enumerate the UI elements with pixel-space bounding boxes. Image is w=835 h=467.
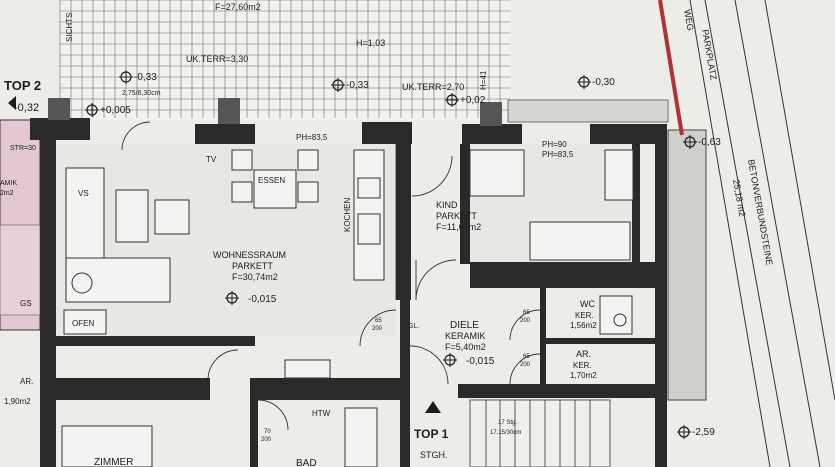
side-value: -0,32 [14, 102, 39, 114]
vs-label: VS [78, 189, 89, 198]
diele-level: -0,015 [466, 356, 495, 367]
height-label-1: H=1,03 [356, 38, 385, 48]
wc-name: WC [580, 299, 595, 309]
door-dim-1: 65 [375, 318, 382, 324]
height-label-2: H=41 [479, 70, 488, 90]
wohnen-floor: PARKETT [232, 261, 273, 271]
wohnen-name: WOHNESSRAUM [213, 250, 286, 260]
top1-label: TOP 1 [414, 427, 449, 441]
stair-note-2: 17,15/30cm [490, 430, 521, 436]
ofen-label: OFEN [72, 319, 94, 328]
terrace-label-1: UK.TERR=3,30 [186, 54, 248, 64]
door-dim-4b: 200 [261, 437, 272, 443]
tv-label: TV [206, 155, 217, 164]
kind-floor: PARKETT [436, 211, 477, 221]
wc-area: 1,56m2 [570, 321, 597, 330]
top1-marker-icon [425, 401, 441, 413]
gravel-strip-top [507, 99, 669, 123]
door-dim-2b: 200 [520, 318, 531, 324]
left-ar-name: AR. [20, 377, 33, 386]
ar-area: 1,70m2 [570, 371, 597, 380]
furniture [61, 149, 634, 467]
terrace-area: F=27,60m2 [215, 2, 261, 12]
wc-floor: KER. [575, 311, 594, 320]
wohnen-area: F=30,74m2 [232, 272, 278, 282]
left-label-1: STR=30 [10, 145, 36, 152]
gravel-strip [667, 129, 707, 401]
top2-label: TOP 2 [4, 78, 41, 93]
diele-name: DIELE [450, 320, 479, 331]
level-mark-value: -2,59 [692, 427, 715, 438]
doors [121, 121, 541, 431]
weg-label: WEG [682, 9, 696, 32]
door-dim-1b: 200 [372, 326, 383, 332]
left-label-3: 2m2 [0, 190, 14, 197]
kind-name: KIND [436, 200, 458, 210]
bad-name: BAD [296, 458, 317, 467]
terrace-grid [59, 0, 510, 120]
ph-label-2: PH=90 [542, 140, 567, 149]
door-dim-3b: 200 [520, 362, 531, 368]
gl-label: GL. [408, 323, 419, 330]
level-mark-value: -0,63 [698, 137, 721, 148]
level-mark-value: -0,33 [346, 80, 369, 91]
door-dim-3: 65 [523, 354, 530, 360]
level-mark-value: -0,33 [134, 72, 157, 83]
essen-label: ESSEN [258, 176, 285, 185]
small-note: 2,75/6,30cm [122, 90, 161, 97]
diele-floor: KERAMIK [445, 331, 486, 341]
htw-label: HTW [312, 409, 331, 418]
ph-label-3: PH=83,5 [542, 150, 574, 159]
walls [30, 98, 667, 467]
ar-name: AR. [576, 349, 591, 359]
ph-label-1: PH=83,5 [296, 133, 328, 142]
level-mark-value: +0,02 [460, 95, 486, 106]
zimmer-name: ZIMMER [94, 457, 133, 467]
stair-note-1: 17 Stg. [498, 420, 517, 426]
ar-floor: KER. [573, 361, 592, 370]
level-mark-value: +0,005 [100, 105, 131, 116]
road-lines [689, 0, 835, 467]
wohnen-level: -0,015 [248, 294, 277, 305]
sicht-label: SICHTS [65, 13, 74, 42]
door-dim-2: 65 [523, 310, 530, 316]
kind-area: F=11,67m2 [436, 222, 481, 232]
left-label-2: AMIK [0, 180, 17, 187]
stgh-name: STGH. [420, 450, 448, 460]
neighbor-grid [0, 224, 41, 316]
stairs [469, 399, 611, 467]
property-boundary [658, 0, 684, 136]
door-dim-4: 70 [264, 429, 271, 435]
level-mark-value: -0,30 [592, 77, 615, 88]
top2-marker-icon [8, 96, 16, 110]
left-ar-area: 1,90m2 [4, 397, 31, 406]
diele-area: F=5,40m2 [445, 342, 486, 352]
gs-label: GS [20, 299, 32, 308]
level-markers: -0,33 -0,33 +0,005 +0,02 -0,30 -2,59 -0,63 [85, 70, 721, 439]
kochen-label: KOCHEN [343, 198, 352, 232]
terrace-label-2: UK.TERR=2,70 [402, 82, 464, 92]
